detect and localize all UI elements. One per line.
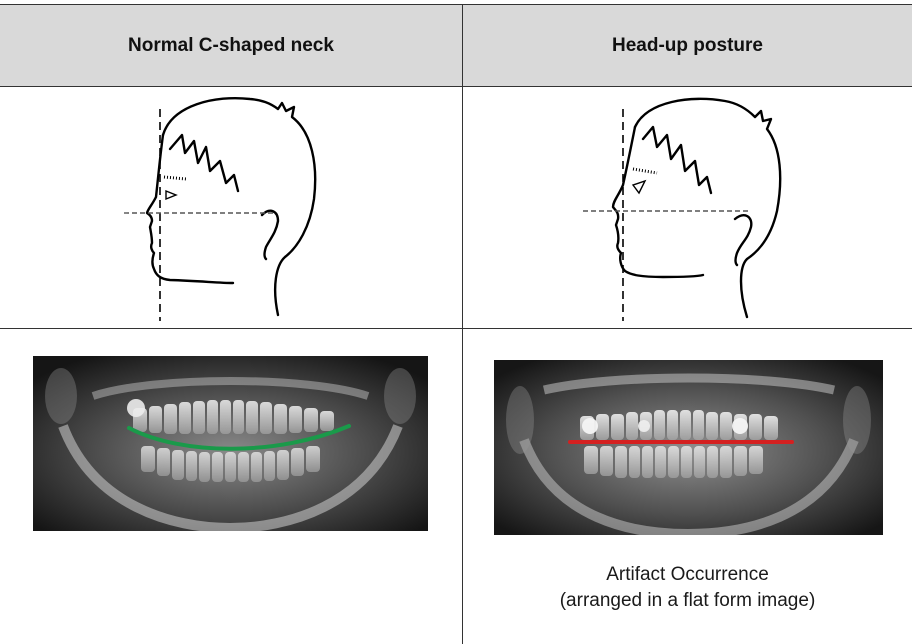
head-profile-tilted-icon xyxy=(463,87,912,327)
cell-normal-profile xyxy=(0,87,462,327)
panoramic-xray-normal xyxy=(33,356,428,531)
panoramic-xray-flat xyxy=(494,360,883,535)
artifact-caption: Artifact Occurrence (arranged in a flat … xyxy=(463,562,912,614)
head-profile-normal-icon xyxy=(0,87,462,327)
cell-head-up-profile xyxy=(463,87,912,327)
caption-line-2: (arranged in a flat form image) xyxy=(463,588,912,614)
caption-line-1: Artifact Occurrence xyxy=(463,562,912,588)
column-header-normal: Normal C-shaped neck xyxy=(0,5,462,86)
column-header-head-up: Head-up posture xyxy=(463,5,912,86)
row-divider xyxy=(0,328,912,329)
